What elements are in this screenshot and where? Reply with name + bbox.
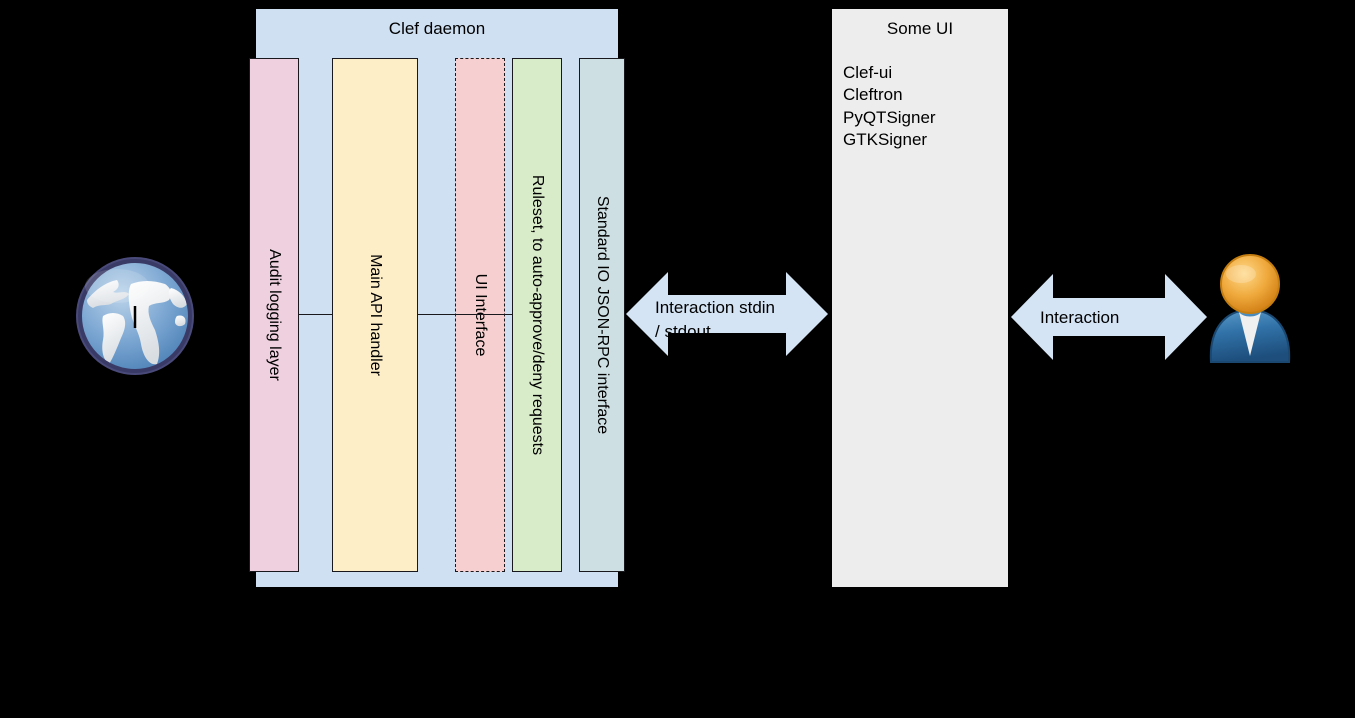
- ui-interface-label: UI Interface: [472, 273, 489, 357]
- connector-line-api-ruleset: [418, 314, 513, 315]
- connector-line-audit-api: [299, 314, 333, 315]
- list-item: PyQTSigner: [843, 107, 936, 127]
- user-arrow: [1011, 271, 1207, 363]
- stdio-arrow: [626, 269, 828, 359]
- clef-daemon-title: Clef daemon: [388, 19, 486, 38]
- ui-interface-box: UI Interface: [455, 58, 505, 572]
- list-item: GTKSigner: [843, 129, 928, 149]
- list-item: Cleftron: [843, 85, 903, 105]
- stdio-jsonrpc-interface-box: Standard IO JSON-RPC interface: [579, 58, 625, 572]
- globe-icon: [73, 254, 197, 378]
- ruleset-label: Ruleset, to auto-approve/deny requests: [529, 174, 546, 456]
- user-icon: [1203, 252, 1297, 364]
- ruleset-box: Ruleset, to auto-approve/deny requests: [512, 58, 562, 572]
- some-ui-panel: [832, 9, 1008, 587]
- audit-logging-layer-label: Audit logging layer: [266, 249, 283, 381]
- some-ui-list: Clef-ui Cleftron PyQTSigner GTKSigner: [843, 62, 1003, 151]
- stdio-arrow-label: Interaction stdin / stdout: [655, 298, 776, 341]
- stdio-jsonrpc-interface-label: Standard IO JSON-RPC interface: [594, 195, 611, 435]
- user-arrow-label: Interaction: [1040, 308, 1120, 327]
- audit-logging-layer-box: Audit logging layer: [249, 58, 299, 572]
- main-api-handler-box: Main API handler: [332, 58, 418, 572]
- clef-daemon-container: [256, 9, 618, 587]
- list-item: Clef-ui: [843, 63, 893, 82]
- main-api-handler-label: Main API handler: [367, 254, 384, 376]
- some-ui-title: Some UI: [886, 19, 954, 38]
